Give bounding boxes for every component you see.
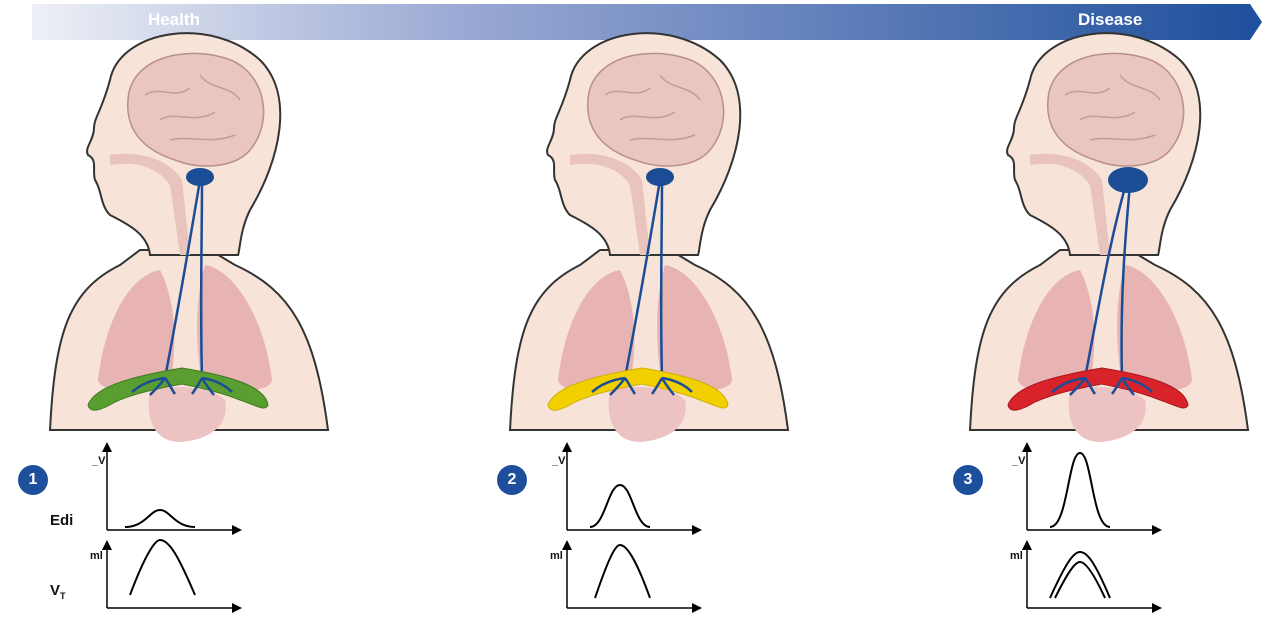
vt-axis-unit: ml [550, 550, 563, 562]
vt-curve-1 [130, 540, 195, 595]
panel-2: 2 _V ml [470, 0, 800, 613]
child-anatomy-illustration [930, 0, 1260, 613]
vt-graph [562, 540, 702, 613]
edi-graph [102, 442, 242, 535]
edi-graph [562, 442, 702, 535]
vt-curve-2 [595, 545, 650, 598]
child-anatomy-illustration [470, 0, 800, 613]
vt-graph [102, 540, 242, 613]
edi-curve-3 [1050, 453, 1110, 527]
stomach [609, 387, 686, 442]
stomach [1069, 387, 1146, 442]
vt-axis-unit: ml [90, 550, 103, 562]
vt-label: VT [50, 582, 66, 601]
phrenic-nerve-right [201, 180, 202, 378]
respiratory-center [1108, 167, 1148, 193]
stomach [149, 387, 226, 442]
edi-label: Edi [50, 512, 73, 529]
step-badge-2: 2 [497, 465, 527, 495]
edi-curve-2 [590, 485, 650, 527]
vt-curve-3b [1055, 562, 1105, 598]
step-badge-3: 3 [953, 465, 983, 495]
edi-axis-unit: _V [1012, 455, 1025, 467]
edi-graph [1022, 442, 1162, 535]
edi-axis-unit: _V [552, 455, 565, 467]
vt-axis-unit: ml [1010, 550, 1023, 562]
edi-axis-unit: _V [92, 455, 105, 467]
panel-1: 1 _V Edi ml VT [10, 0, 340, 613]
panel-3: 3 _V ml [930, 0, 1260, 613]
step-badge-1: 1 [18, 465, 48, 495]
vt-graph [1022, 540, 1162, 613]
edi-curve-1 [125, 510, 195, 527]
phrenic-nerve-right [661, 180, 662, 378]
